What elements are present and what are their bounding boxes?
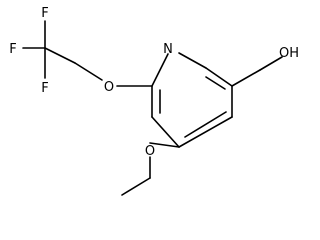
atom-label-f-top: F — [41, 6, 48, 21]
atom-label-f-bottom: F — [41, 81, 48, 96]
atom-label-n: N — [163, 42, 173, 57]
double-bond-inner-c6-c5 — [205, 76, 226, 90]
bond-ch2-cf3 — [44, 47, 76, 64]
molecule-diagram: N O O OH F F F — [9, 6, 299, 196]
bond-c5-ch2 — [231, 69, 261, 87]
bond-c6-c5 — [205, 67, 233, 87]
bond-n1-c2-link — [151, 53, 169, 87]
atom-label-o-ethoxy: O — [145, 144, 155, 159]
structure-canvas: N O O OH F F F — [9, 6, 300, 196]
bond-ethoxy-ch2-ch3 — [121, 177, 151, 196]
bond-ch2-oh — [259, 56, 283, 71]
atom-label-f-left: F — [9, 42, 16, 57]
bond-n1-c6 — [178, 52, 207, 69]
atom-label-o-tfe: O — [104, 80, 114, 95]
bond-c3-c2 — [151, 116, 180, 148]
atom-label-oh: OH — [279, 46, 299, 61]
double-bond-inner-c4-c3 — [184, 111, 227, 138]
bond-o-tfe-ch2 — [74, 62, 103, 81]
bond-c3-o-ethoxy — [149, 142, 180, 148]
bond-c4-c3 — [178, 116, 233, 148]
